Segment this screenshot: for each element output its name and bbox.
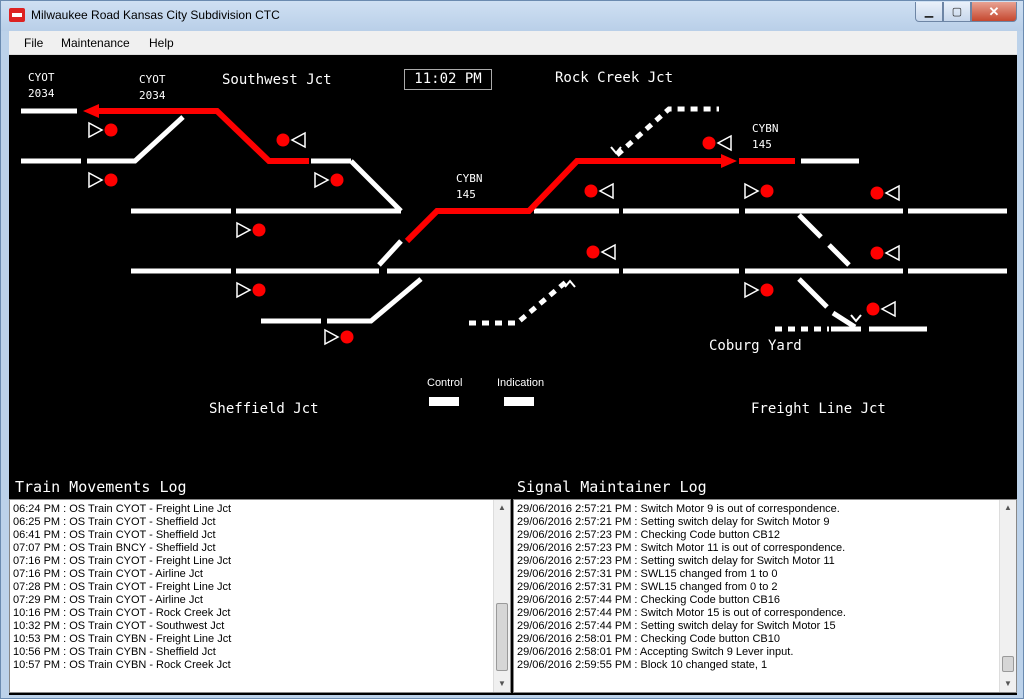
window-title: Milwaukee Road Kansas City Subdivision C…	[31, 8, 280, 22]
log-entry: 10:57 PM : OS Train CYBN - Rock Creek Jc…	[13, 659, 231, 671]
train-log-title: Train Movements Log	[15, 478, 187, 496]
minimize-button[interactable]: ▁	[915, 2, 943, 22]
maint-log-scrollbar[interactable]: ▲ ▼	[999, 500, 1016, 692]
log-entry: 06:41 PM : OS Train CYOT - Sheffield Jct	[13, 529, 216, 541]
train-number: 2034	[28, 87, 55, 100]
scroll-down-icon[interactable]: ▼	[1004, 679, 1012, 688]
menu-bar: File Maintenance Help	[9, 31, 1017, 55]
log-entry: 29/06/2016 2:57:31 PM : SWL15 changed fr…	[517, 568, 778, 580]
scroll-down-icon[interactable]: ▼	[498, 679, 506, 688]
occupied-route	[93, 108, 795, 244]
train-tag[interactable]: CYBN 145	[752, 121, 779, 153]
log-entry: 07:28 PM : OS Train CYOT - Freight Line …	[13, 581, 232, 593]
train-tag[interactable]: CYBN 145	[456, 171, 483, 203]
location-sheffield: Sheffield Jct	[209, 401, 319, 417]
dashed-tracks	[469, 106, 829, 332]
menu-help[interactable]: Help	[149, 36, 174, 50]
train-number: 2034	[139, 89, 166, 102]
log-entry: 29/06/2016 2:57:44 PM : Checking Code bu…	[517, 594, 780, 606]
train-symbol: CYOT	[139, 73, 166, 86]
log-entry: 07:16 PM : OS Train CYOT - Freight Line …	[13, 555, 232, 567]
scroll-up-icon[interactable]: ▲	[1004, 503, 1012, 512]
close-button[interactable]: ✕	[971, 2, 1017, 22]
log-entry: 29/06/2016 2:57:23 PM : Switch Motor 11 …	[517, 542, 846, 554]
app-icon	[9, 8, 25, 22]
log-entry: 10:16 PM : OS Train CYOT - Rock Creek Jc…	[13, 607, 231, 619]
log-entry: 06:25 PM : OS Train CYOT - Sheffield Jct	[13, 516, 216, 528]
menu-maintenance[interactable]: Maintenance	[61, 36, 130, 50]
legend-control-label: Control	[427, 377, 463, 389]
clock-text: 11:02 PM	[414, 71, 482, 87]
indication-indicator[interactable]	[504, 397, 534, 406]
log-entry: 29/06/2016 2:58:01 PM : Accepting Switch…	[517, 646, 794, 658]
switch-markers	[564, 146, 862, 323]
clock-display	[404, 69, 492, 90]
train-log-scrollbar[interactable]: ▲ ▼	[493, 500, 510, 692]
scroll-thumb[interactable]	[496, 603, 508, 671]
log-entry: 29/06/2016 2:57:44 PM : Setting switch d…	[517, 620, 836, 632]
train-log-lines: 06:24 PM : OS Train CYOT - Freight Line …	[13, 503, 492, 672]
log-entry: 10:53 PM : OS Train CYBN - Freight Line …	[13, 633, 232, 645]
log-entry: 29/06/2016 2:57:31 PM : SWL15 changed fr…	[517, 581, 778, 593]
train-tag[interactable]: CYOT 2034	[28, 70, 55, 102]
menu-file[interactable]: File	[24, 36, 44, 50]
log-entry: 07:29 PM : OS Train CYOT - Airline Jct	[13, 594, 203, 606]
maint-log-lines: 29/06/2016 2:57:21 PM : Switch Motor 9 i…	[517, 503, 998, 672]
log-entry: 29/06/2016 2:57:21 PM : Switch Motor 9 i…	[517, 503, 840, 515]
log-entry: 29/06/2016 2:57:23 PM : Checking Code bu…	[517, 529, 780, 541]
location-freight-line: Freight Line Jct	[751, 401, 886, 417]
route-arrow-west	[83, 104, 99, 118]
scroll-thumb[interactable]	[1002, 656, 1014, 672]
track-segments	[21, 108, 1007, 332]
train-log[interactable]: 06:24 PM : OS Train CYOT - Freight Line …	[9, 499, 511, 693]
train-symbol: CYBN	[752, 122, 779, 135]
location-southwest: Southwest Jct	[222, 72, 332, 88]
log-entry: 07:16 PM : OS Train CYOT - Airline Jct	[13, 568, 203, 580]
signals[interactable]	[88, 122, 900, 345]
train-number: 145	[752, 138, 772, 151]
train-number: 145	[456, 188, 476, 201]
log-entry: 07:07 PM : OS Train BNCY - Sheffield Jct	[13, 542, 216, 554]
log-entry: 06:24 PM : OS Train CYOT - Freight Line …	[13, 503, 232, 515]
log-entry: 10:32 PM : OS Train CYOT - Southwest Jct	[13, 620, 225, 632]
log-entry: 29/06/2016 2:58:01 PM : Checking Code bu…	[517, 633, 780, 645]
maint-log-title: Signal Maintainer Log	[517, 478, 707, 496]
ctc-panel: 11:02 PM Southwest Jct Rock Creek Jct Sh…	[9, 55, 1017, 695]
maint-log[interactable]: 29/06/2016 2:57:21 PM : Switch Motor 9 i…	[513, 499, 1017, 693]
legend-indication-label: Indication	[497, 377, 545, 389]
log-entry: 29/06/2016 2:57:21 PM : Setting switch d…	[517, 516, 830, 528]
route-arrow-east	[721, 154, 737, 168]
train-tag[interactable]: CYOT 2034	[139, 72, 166, 104]
title-bar[interactable]: Milwaukee Road Kansas City Subdivision C…	[1, 1, 1023, 31]
location-rock-creek: Rock Creek Jct	[555, 70, 674, 86]
track-diagram	[21, 104, 1007, 406]
log-entry: 29/06/2016 2:57:23 PM : Setting switch d…	[517, 555, 835, 567]
scroll-up-icon[interactable]: ▲	[498, 503, 506, 512]
log-entry: 29/06/2016 2:59:55 PM : Block 10 changed…	[517, 659, 768, 671]
train-symbol: CYBN	[456, 172, 483, 185]
log-entry: 29/06/2016 2:57:44 PM : Switch Motor 15 …	[517, 607, 846, 619]
location-coburg: Coburg Yard	[709, 338, 802, 354]
train-symbol: CYOT	[28, 71, 55, 84]
control-indicator[interactable]	[429, 397, 459, 406]
maximize-button[interactable]: ▢	[943, 2, 971, 22]
log-entry: 10:56 PM : OS Train CYBN - Sheffield Jct	[13, 646, 216, 658]
